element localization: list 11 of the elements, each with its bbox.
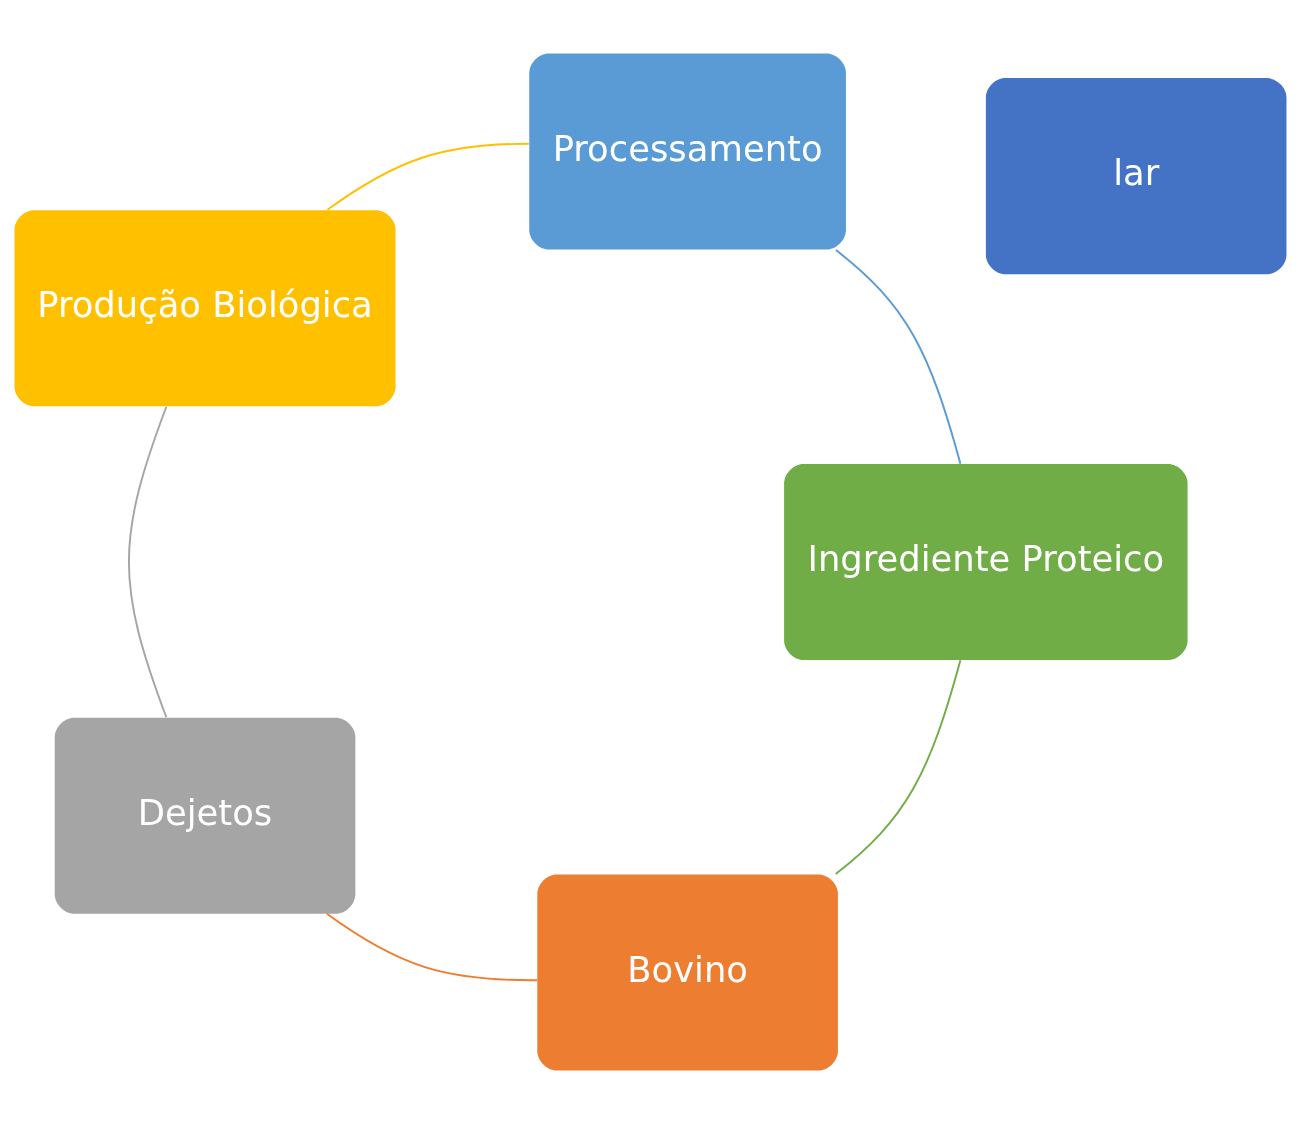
node-box: Produção Biológica [14,210,396,407]
connector [834,659,962,876]
node-box: Bovino [537,874,838,1071]
node-box: Ingrediente Proteico [784,463,1188,661]
connector [834,249,962,465]
node-box: lar [985,78,1287,275]
connector [326,142,530,211]
connector [127,405,168,719]
node-box: Dejetos [54,717,356,914]
node-box: Processamento [529,53,846,250]
connector [325,912,539,982]
